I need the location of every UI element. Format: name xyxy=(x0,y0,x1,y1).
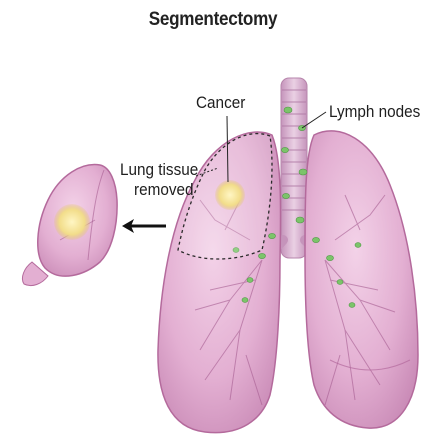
lymph-node xyxy=(327,255,334,260)
tumor-in-removed-tissue xyxy=(54,204,90,240)
lymph-node xyxy=(355,243,361,248)
lymph-node xyxy=(269,233,276,238)
lymph-node xyxy=(284,107,292,113)
lymph-node xyxy=(247,278,253,283)
cancer-label: Cancer xyxy=(196,93,245,112)
tumor-in-lung xyxy=(215,180,245,210)
lymph-node xyxy=(296,217,304,223)
lymph-node xyxy=(313,237,320,242)
lymph-node xyxy=(349,303,355,308)
removed-label: removed xyxy=(134,180,194,199)
lymph-node xyxy=(282,147,289,152)
lung-tissue-label: Lung tissue xyxy=(120,160,198,179)
arrow-left-icon xyxy=(122,219,166,233)
lymph-node xyxy=(337,280,343,285)
lymph-nodes-label: Lymph nodes xyxy=(329,102,420,121)
lymph-node xyxy=(283,193,290,198)
lymph-node xyxy=(299,169,307,175)
lymph-node xyxy=(259,253,266,258)
right-lung xyxy=(305,131,418,428)
removed-lung-tissue xyxy=(38,165,117,277)
lymph-node xyxy=(242,298,248,303)
diagram-title: Segmentectomy xyxy=(21,9,404,31)
